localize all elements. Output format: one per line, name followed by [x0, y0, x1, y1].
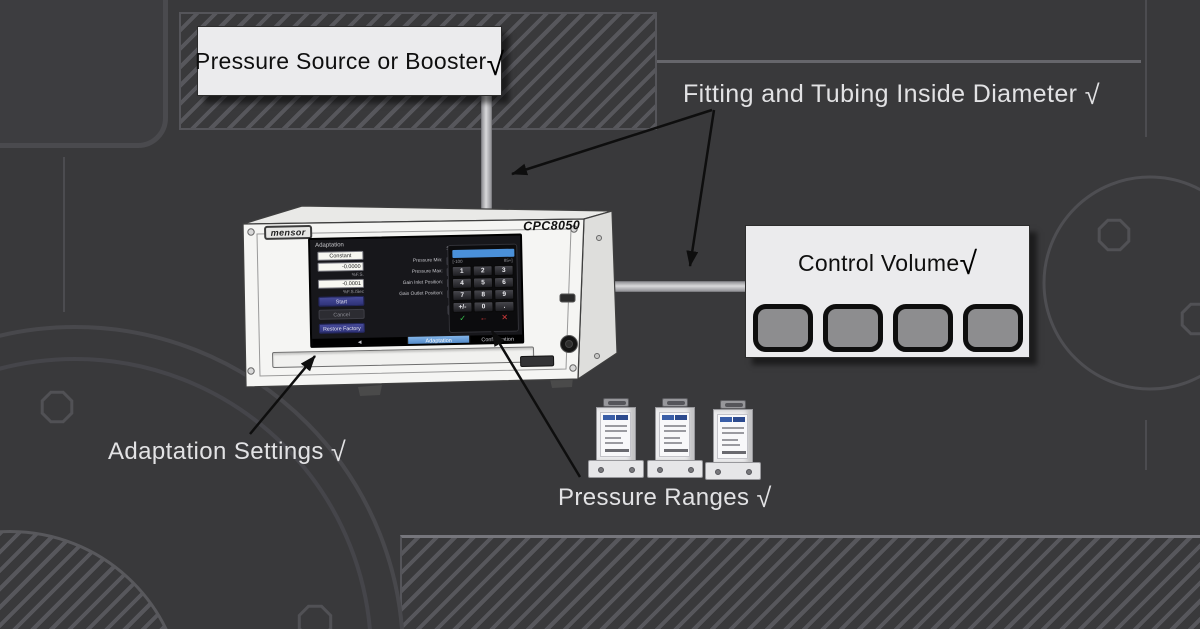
- hold-unit-label: %F.S.: [351, 271, 364, 278]
- bg-octagon: [297, 604, 333, 629]
- bg-rounded-rect: [0, 0, 168, 148]
- power-knob-center: [565, 340, 573, 348]
- cancel-x-icon[interactable]: ✕: [501, 312, 509, 322]
- start-button[interactable]: Start: [318, 295, 365, 307]
- volume-chamber: [823, 304, 883, 352]
- transducer-base: [705, 462, 761, 480]
- volume-chamber: [963, 304, 1023, 352]
- keypad-key[interactable]: 1: [451, 265, 472, 277]
- transducer-base: [647, 460, 703, 478]
- control-volume-box: Control Volume√: [745, 225, 1030, 358]
- transducer-base: [588, 460, 644, 478]
- cancel-button[interactable]: Cancel: [318, 308, 365, 320]
- keypad-entry-display[interactable]: [452, 248, 515, 258]
- bg-vertical-line-r: [1145, 420, 1147, 470]
- pressure-transducer: [588, 398, 644, 480]
- screw-icon: [247, 367, 255, 375]
- volume-tube-horizontal: [604, 281, 750, 292]
- stable-unit-label: %F.S./Sec: [342, 288, 365, 295]
- volume-chamber: [753, 304, 813, 352]
- transducer-connector: [603, 398, 629, 407]
- keypad-plusminus-key[interactable]: +/-: [452, 301, 473, 313]
- bg-horizontal-line: [657, 60, 1141, 63]
- setting-label: Pressure Max:: [411, 269, 443, 275]
- transducer-body: [596, 407, 636, 462]
- control-volume-label: Control Volume: [797, 250, 960, 276]
- bg-vertical-line: [63, 157, 65, 312]
- keypad-max-limit: 85+]: [503, 257, 513, 263]
- device-touchscreen[interactable]: Adaptation Constant -0.0000 %F.S. -0.000…: [308, 233, 525, 348]
- transducer-connector: [662, 398, 688, 407]
- transducer-label: [659, 412, 690, 457]
- bg-octagon: [40, 390, 74, 424]
- keypad-key[interactable]: 5: [472, 277, 494, 289]
- pressure-transducer: [705, 400, 761, 482]
- cpc8050-controller: mensor CPC8050 Adaptation Constant -0.00…: [230, 198, 625, 403]
- bg-circle: [1042, 175, 1200, 391]
- keypad-key[interactable]: 8: [473, 289, 494, 301]
- transducer-label: [600, 412, 631, 457]
- transducer-body: [713, 409, 753, 464]
- pressure-transducer: [647, 398, 703, 480]
- bg-arc-inner: [0, 357, 372, 629]
- screw-icon: [594, 353, 600, 359]
- volume-chamber: [893, 304, 953, 352]
- keypad-decimal-key[interactable]: .: [494, 300, 515, 313]
- setting-label: Gain Outlet Position:: [399, 291, 444, 298]
- restore-factory-button[interactable]: Restore Factory: [318, 322, 365, 334]
- bg-octagon: [1180, 302, 1200, 336]
- pressure-ranges-label: Pressure Ranges √: [558, 483, 772, 513]
- screw-icon: [569, 364, 577, 372]
- screen-title: Adaptation: [315, 242, 344, 249]
- keypad-min-limit: [-100: [452, 258, 463, 264]
- transducer-label: [717, 414, 748, 459]
- mode-select[interactable]: Constant: [317, 250, 364, 261]
- volume-chambers: [746, 304, 1029, 352]
- screw-icon: [570, 225, 578, 233]
- stable-limit-field[interactable]: -0.0001: [317, 278, 365, 289]
- screw-icon: [596, 235, 602, 241]
- bg-hatch-band-bottom: [400, 535, 1200, 629]
- usb-port-icon: [559, 293, 576, 303]
- supply-tube-vertical: [481, 93, 492, 215]
- model-number: CPC8050: [522, 218, 581, 234]
- transducer-connector: [720, 400, 746, 409]
- check-icon: √: [959, 245, 977, 281]
- keypad-key[interactable]: 7: [452, 289, 473, 301]
- pressure-source-label: Pressure Source or Booster: [194, 47, 487, 74]
- fitting-tubing-label: Fitting and Tubing Inside Diameter √: [683, 80, 1100, 110]
- setting-label: Pressure Min:: [412, 258, 443, 264]
- confirm-icon[interactable]: ✓: [459, 313, 467, 323]
- setting-label: Gain Inlet Position:: [402, 280, 444, 287]
- keypad-key[interactable]: 0: [473, 301, 494, 313]
- device-foot: [358, 385, 382, 396]
- numeric-keypad: [-100 85+] 1 2 3 4 5 6 7 8 9 +/- 0 . ✓ ←: [447, 243, 520, 334]
- screw-icon: [247, 228, 255, 236]
- mensor-logo: mensor: [264, 224, 313, 240]
- bg-vertical-line-tr: [1145, 0, 1147, 137]
- keypad-key[interactable]: 6: [493, 276, 515, 289]
- bg-octagon: [1097, 218, 1131, 252]
- backspace-icon[interactable]: ←: [479, 313, 488, 323]
- adaptation-settings-label: Adaptation Settings √: [108, 437, 347, 467]
- front-panel-chip: [520, 355, 555, 367]
- hold-limit-field[interactable]: -0.0000: [317, 261, 364, 272]
- keypad-key[interactable]: 9: [494, 288, 515, 301]
- pressure-source-box: Pressure Source or Booster√: [194, 26, 504, 96]
- keypad-key[interactable]: 3: [493, 264, 514, 277]
- keypad-key[interactable]: 4: [451, 277, 473, 289]
- transducer-body: [655, 407, 695, 462]
- keypad-key[interactable]: 2: [472, 265, 493, 277]
- bg-arc-outer: [0, 325, 404, 629]
